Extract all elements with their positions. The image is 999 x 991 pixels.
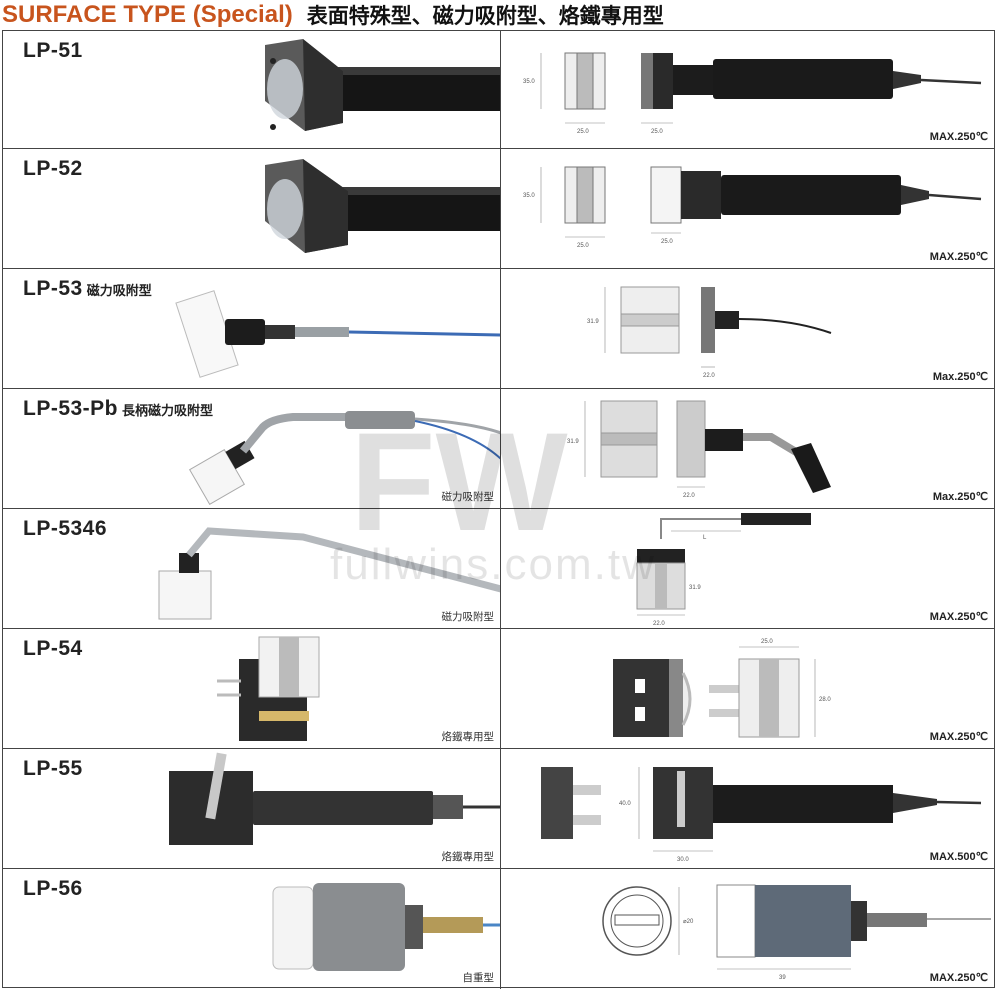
watermark-text: fullwins.com.tw [330,540,656,589]
dim-depth: 25.0 [661,239,673,245]
drawing-cell: 31.9 22.0 Max.250℃ [501,269,994,388]
model-name: LP-51 [23,39,83,62]
model-name: LP-5346 [23,517,108,540]
model-name: LP-55 [23,757,83,780]
dim-depth: 25.0 [651,129,663,135]
dimension-drawing: 40.0 30.0 [541,767,982,863]
type-tag: 烙鐵專用型 [441,851,495,863]
dimension-drawing: ⌀20 39 [602,884,991,981]
dim-width: 25.0 [577,243,589,249]
probe-photo [265,39,500,131]
dim-length: L [703,535,707,541]
dimension-drawing: 31.9 22.0 [567,400,831,499]
dim-height: 35.0 [523,79,535,85]
table-row: LP-5346 磁力吸附型 L 31.9 22.0 MAX.250℃ [3,509,994,629]
drawing-cell: 25.0 28.0 MAX.250℃ [501,629,994,748]
max-temperature: MAX.250℃ [929,731,988,743]
probe-photo [265,159,500,253]
dim-height: 35.0 [523,193,535,199]
product-table: LP-51 35.0 25.0 [2,30,995,989]
dimension-drawing: 31.9 22.0 [587,286,832,379]
max-temperature: MAX.250℃ [929,972,988,984]
max-temperature: MAX.250℃ [929,251,988,263]
dim-height: 31.9 [689,585,701,591]
model-name: LP-54 [23,637,83,660]
max-temperature: MAX.250℃ [929,611,988,623]
table-row: LP-51 35.0 25.0 [3,31,994,149]
page-header: SURFACE TYPE (Special) 表面特殊型、磁力吸附型、烙鐵專用型 [2,0,997,30]
product-photo-cell: LP-55 烙鐵專用型 [3,749,501,868]
title-english: SURFACE TYPE (Special) [2,1,293,28]
max-temperature: Max.250℃ [932,491,988,503]
dim-width: 30.0 [677,857,689,863]
product-photo-cell: LP-5346 磁力吸附型 [3,509,501,628]
max-temperature: MAX.500℃ [929,851,988,863]
type-tag: 磁力吸附型 [441,491,495,503]
max-temperature: Max.250℃ [932,371,988,383]
dimension-drawing: 35.0 25.0 25.0 [523,52,982,135]
product-photo-cell: LP-51 [3,31,501,148]
dimension-drawing: L 31.9 22.0 [636,513,811,627]
probe-photo [272,883,500,971]
dim-height: 28.0 [819,697,831,703]
drawing-cell: 35.0 25.0 25.0 MAX.250℃ [501,149,994,268]
dim-width: 22.0 [683,493,695,499]
max-temperature: MAX.250℃ [929,131,988,143]
type-tag: 磁力吸附型 [441,611,495,623]
probe-photo [175,290,500,378]
probe-photo [217,636,320,741]
dim-height: 40.0 [619,801,631,807]
dimension-drawing: 25.0 28.0 [613,639,831,738]
probe-photo [169,752,500,845]
dimension-drawing: 35.0 25.0 25.0 [523,166,982,249]
table-row: LP-54 烙鐵專用型 [3,629,994,749]
product-photo-cell: LP-54 烙鐵專用型 [3,629,501,748]
dim-width: 22.0 [653,621,665,627]
type-tag: 自重型 [462,972,495,984]
table-row: LP-52 35.0 25.0 [3,149,994,269]
product-photo-cell: LP-52 [3,149,501,268]
drawing-cell: ⌀20 39 MAX.250℃ [501,869,994,989]
drawing-cell: 31.9 22.0 Max.250℃ [501,389,994,508]
probe-photo [188,411,500,506]
drawing-cell: L 31.9 22.0 MAX.250℃ [501,509,994,628]
dim-length: 39 [779,975,786,981]
type-tag: 烙鐵專用型 [441,731,495,743]
table-row: LP-56 自重型 ⌀20 [3,869,994,989]
model-name: LP-56 [23,877,83,900]
drawing-cell: 35.0 25.0 25.0 MAX.250℃ [501,31,994,148]
table-row: LP-55 烙鐵專用型 40.0 [3,749,994,869]
dim-width: 25.0 [761,639,773,645]
dim-diameter: ⌀20 [683,919,694,925]
dim-height: 31.9 [587,319,599,325]
dim-width: 25.0 [577,129,589,135]
probe-photo [158,527,500,620]
model-name: LP-52 [23,157,83,180]
dim-height: 31.9 [567,439,579,445]
dim-width: 22.0 [703,373,715,379]
drawing-cell: 40.0 30.0 MAX.500℃ [501,749,994,868]
title-chinese: 表面特殊型、磁力吸附型、烙鐵專用型 [306,4,664,28]
product-photo-cell: LP-56 自重型 [3,869,501,989]
